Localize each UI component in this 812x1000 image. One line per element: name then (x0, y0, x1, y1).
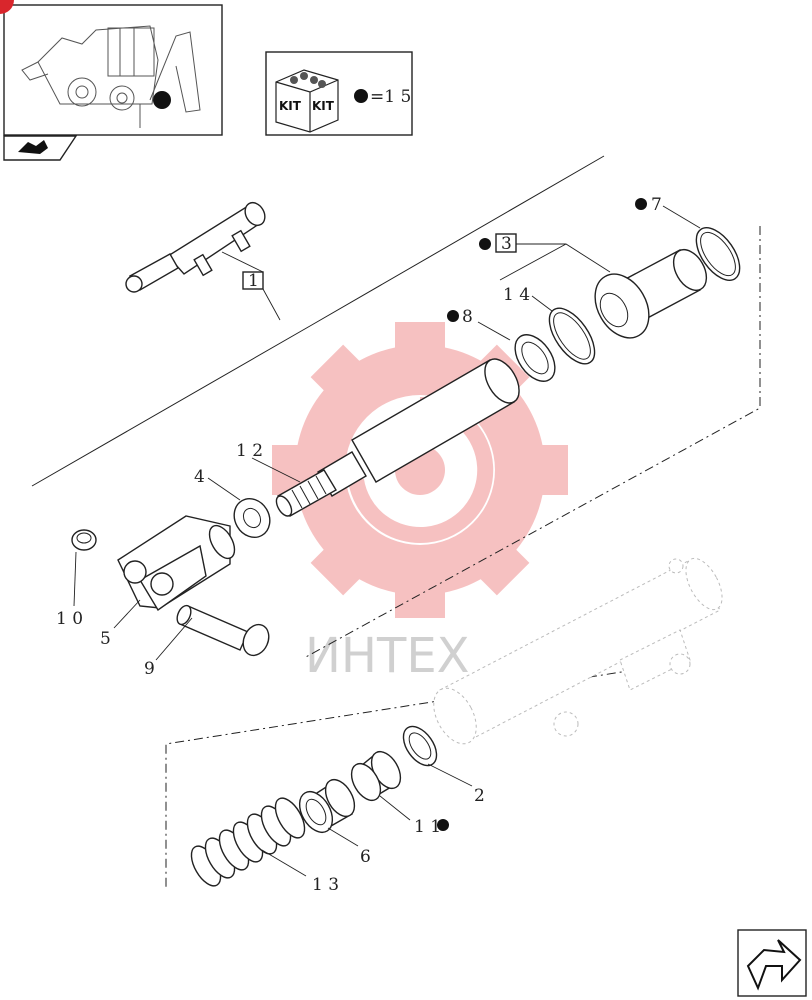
machine-thumbnail (0, 0, 223, 136)
leader-13 (261, 849, 307, 877)
axis-line-upper (303, 226, 761, 659)
callout-9: 9 (144, 659, 155, 679)
callout-5: 5 (100, 629, 111, 649)
leader-7 (662, 205, 701, 229)
o-ring-7[interactable] (688, 220, 749, 288)
leader-4 (207, 477, 241, 501)
kit-legend-text: =1 5 (370, 87, 411, 107)
leader-12 (251, 457, 301, 483)
callout-10: 1 0 (56, 609, 83, 629)
callout-3: 3 (501, 234, 512, 254)
callout-1: 1 (248, 271, 259, 291)
spring-rings-13[interactable] (185, 793, 310, 890)
kit-dot-icon (635, 198, 647, 210)
kit-label-left: KIT (279, 99, 302, 113)
leader-10 (73, 551, 77, 607)
leader-5 (113, 599, 141, 629)
cylinder-barrel-phantom (433, 557, 723, 745)
leader-3 (499, 243, 611, 281)
leader-1 (221, 251, 281, 321)
callout-6: 6 (360, 847, 371, 867)
section-divider (31, 155, 605, 487)
leader-8 (477, 321, 511, 341)
callout-2: 2 (474, 786, 485, 806)
callout-12: 1 2 (236, 441, 263, 461)
leader-2 (427, 763, 473, 787)
leader-6 (327, 827, 359, 847)
grease-fitting-10[interactable] (71, 529, 97, 551)
o-ring-14[interactable] (541, 301, 604, 372)
kit-dot-icon (437, 819, 449, 831)
cylinder-assembly[interactable] (125, 199, 269, 293)
callout-4: 4 (194, 467, 205, 487)
ring-2[interactable] (397, 721, 444, 772)
highlight-dot-icon (153, 91, 171, 109)
return-arrow-icon (746, 939, 802, 991)
kit-dot-icon (479, 238, 491, 250)
kit-dot-icon (447, 310, 459, 322)
callout-7: 7 (651, 195, 662, 215)
watermark-text: ИНТЕХ (305, 628, 470, 684)
clevis-5[interactable] (117, 515, 240, 612)
callout-14: 1 4 (503, 285, 530, 305)
callout-13: 1 3 (312, 875, 339, 895)
kit-legend-box: KIT KIT =1 5 (265, 51, 413, 136)
pin-9[interactable] (174, 603, 273, 659)
nut-4[interactable] (227, 492, 276, 544)
kit-label-right: KIT (312, 99, 335, 113)
piston-rod-12[interactable] (273, 353, 526, 518)
callout-11: 1 1 (414, 817, 441, 837)
bushing-6[interactable] (293, 775, 361, 838)
callout-8: 8 (462, 307, 473, 327)
kit-box-icon: KIT KIT (275, 69, 339, 133)
wear-ring-8[interactable] (507, 328, 563, 389)
leader-9 (155, 617, 193, 661)
corner-marker-icon (0, 0, 14, 14)
nav-arrow-icon (18, 140, 48, 154)
kit-dot-icon (354, 89, 368, 103)
next-page-button[interactable] (737, 929, 807, 997)
navigation-tab[interactable] (3, 135, 78, 161)
callout-box-3 (495, 233, 517, 253)
callout-box-1 (242, 271, 264, 290)
gland-3[interactable] (584, 244, 713, 347)
leader-11 (379, 795, 411, 821)
axis-line-lower (165, 663, 673, 890)
bushing-11[interactable] (346, 747, 407, 806)
